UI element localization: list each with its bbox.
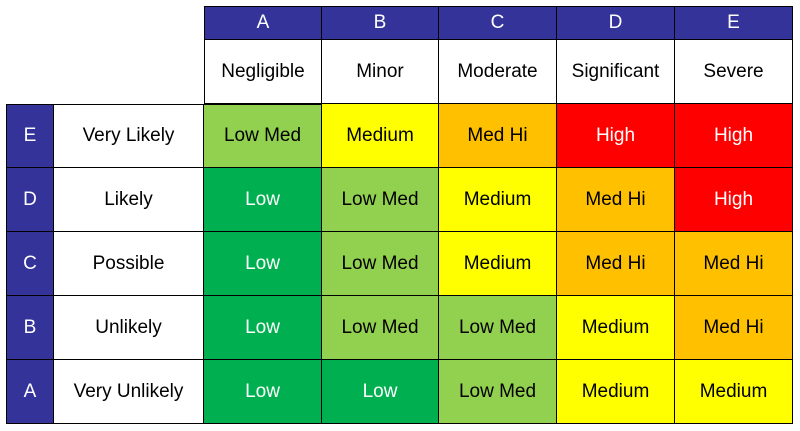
risk-cell-b-c: Low Med — [439, 296, 557, 360]
row-label-possible: Possible — [54, 232, 204, 296]
risk-cell-d-a: Low — [204, 168, 322, 232]
risk-cell-b-d: Medium — [557, 296, 675, 360]
column-label-severe: Severe — [675, 40, 793, 104]
row-label-very-unlikely: Very Unlikely — [54, 360, 204, 424]
column-label-minor: Minor — [322, 40, 439, 104]
column-label-significant: Significant — [557, 40, 675, 104]
column-code-a: A — [204, 6, 322, 40]
risk-cell-d-d: Med Hi — [557, 168, 675, 232]
row-label-very-likely: Very Likely — [54, 104, 204, 168]
risk-cell-d-b: Low Med — [322, 168, 439, 232]
risk-cell-b-a: Low — [204, 296, 322, 360]
risk-cell-c-e: Med Hi — [675, 232, 793, 296]
row-code-d: D — [6, 168, 54, 232]
row-label-likely: Likely — [54, 168, 204, 232]
risk-cell-a-d: Medium — [557, 360, 675, 424]
risk-cell-a-b: Low — [322, 360, 439, 424]
risk-cell-d-c: Medium — [439, 168, 557, 232]
risk-cell-e-d: High — [557, 104, 675, 168]
risk-cell-e-c: Med Hi — [439, 104, 557, 168]
corner-blank — [6, 40, 54, 104]
risk-cell-b-b: Low Med — [322, 296, 439, 360]
risk-cell-d-e: High — [675, 168, 793, 232]
risk-cell-c-d: Med Hi — [557, 232, 675, 296]
risk-cell-b-e: Med Hi — [675, 296, 793, 360]
column-code-b: B — [322, 6, 439, 40]
column-code-d: D — [557, 6, 675, 40]
risk-cell-e-a: Low Med — [204, 104, 322, 168]
row-label-unlikely: Unlikely — [54, 296, 204, 360]
risk-cell-a-c: Low Med — [439, 360, 557, 424]
corner-blank — [6, 6, 54, 40]
risk-matrix: A B C D E Negligible Minor Moderate Sign… — [6, 6, 793, 424]
row-code-e: E — [6, 104, 54, 168]
row-code-b: B — [6, 296, 54, 360]
column-label-negligible: Negligible — [204, 40, 322, 104]
column-code-e: E — [675, 6, 793, 40]
corner-blank — [54, 6, 204, 40]
risk-cell-e-b: Medium — [322, 104, 439, 168]
column-code-c: C — [439, 6, 557, 40]
corner-blank — [54, 40, 204, 104]
risk-cell-c-b: Low Med — [322, 232, 439, 296]
risk-cell-c-a: Low — [204, 232, 322, 296]
row-code-a: A — [6, 360, 54, 424]
risk-cell-e-e: High — [675, 104, 793, 168]
column-label-moderate: Moderate — [439, 40, 557, 104]
risk-cell-a-e: Medium — [675, 360, 793, 424]
row-code-c: C — [6, 232, 54, 296]
risk-cell-a-a: Low — [204, 360, 322, 424]
risk-cell-c-c: Medium — [439, 232, 557, 296]
